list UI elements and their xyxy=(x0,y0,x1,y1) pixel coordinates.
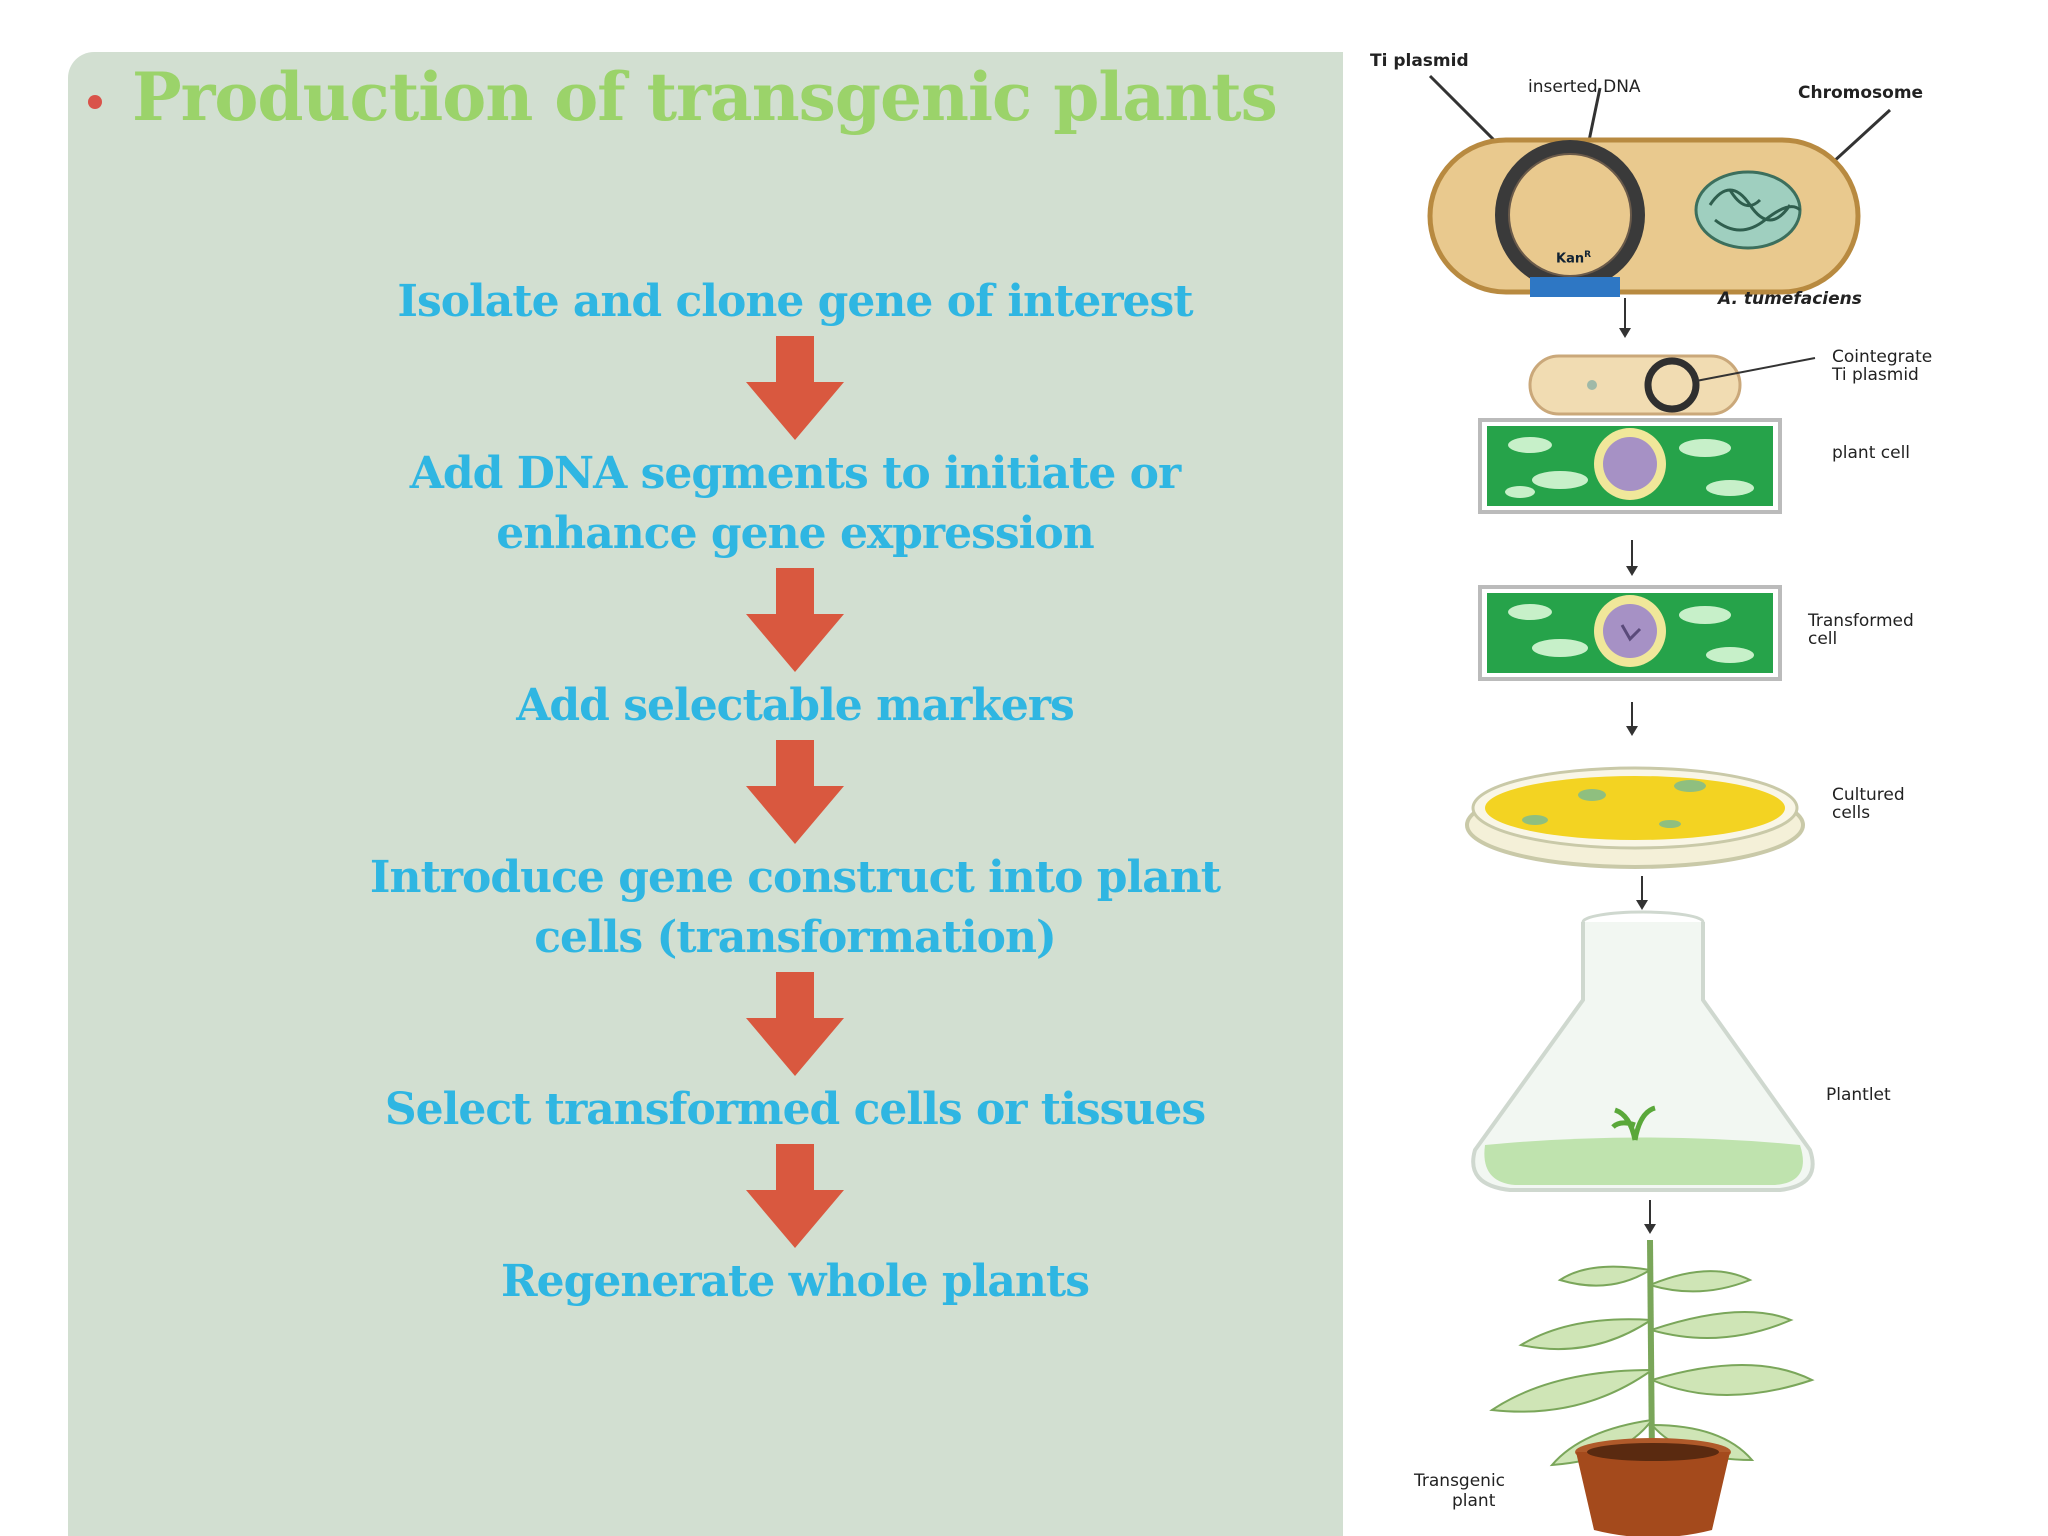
label-plant-cell: plant cell xyxy=(1832,443,1911,463)
step-2: Add DNA segments to initiate or enhance … xyxy=(409,444,1181,564)
petri-dish-illustration xyxy=(1465,766,1805,869)
label-cultured-2: cells xyxy=(1832,803,1871,823)
plant-cell-illustration xyxy=(1478,418,1782,514)
label-organism: A. tumefaciens xyxy=(1718,289,1862,309)
transformed-cell-illustration xyxy=(1478,585,1782,681)
label-cointegrate-1: Cointegrate xyxy=(1832,347,1933,367)
step-2-line-2: enhance gene expression xyxy=(496,508,1094,559)
bacterium-illustration xyxy=(1427,74,1892,297)
step-4-line-2: cells (transformation) xyxy=(534,912,1057,963)
down-arrow-icon xyxy=(746,1144,844,1248)
step-1-line-1: Isolate and clone gene of interest xyxy=(397,276,1193,327)
label-inserted-dna: inserted DNA xyxy=(1528,77,1641,97)
process-steps: Isolate and clone gene of interest Add D… xyxy=(330,272,1260,1312)
step-2-line-1: Add DNA segments to initiate or xyxy=(409,448,1181,499)
step-3: Add selectable markers xyxy=(516,676,1075,736)
label-ti-plasmid: Ti plasmid xyxy=(1370,51,1469,71)
label-marker: KanR xyxy=(1556,250,1592,267)
label-cointegrate-2: Ti plasmid xyxy=(1832,365,1919,385)
potted-plant-illustration xyxy=(1489,1239,1815,1536)
step-1: Isolate and clone gene of interest xyxy=(397,272,1193,332)
bullet-icon xyxy=(88,95,102,109)
step-5-line-1: Select transformed cells or tissues xyxy=(384,1084,1206,1135)
step-5: Select transformed cells or tissues xyxy=(384,1080,1206,1140)
label-plantlet: Plantlet xyxy=(1826,1085,1891,1105)
figure-illustration xyxy=(1427,74,1892,1536)
label-transformed-1: Transformed xyxy=(1808,611,1914,631)
slide-title: Production of transgenic plants xyxy=(132,58,1278,136)
down-arrow-icon xyxy=(746,740,844,844)
flask-illustration xyxy=(1471,910,1815,1192)
down-arrow-icon xyxy=(746,972,844,1076)
down-arrow-icon xyxy=(746,568,844,672)
label-cultured-1: Cultured xyxy=(1832,785,1905,805)
label-transgenic-1: Transgenic xyxy=(1414,1471,1506,1491)
cointegrate-illustration xyxy=(1528,354,1816,416)
label-transgenic-2: plant xyxy=(1452,1491,1496,1511)
slide-panel xyxy=(68,52,1343,1536)
step-4-line-1: Introduce gene construct into plant xyxy=(369,852,1221,903)
label-chromosome: Chromosome xyxy=(1798,83,1924,103)
transformation-figure: Ti plasmid inserted DNA Chromosome KanR … xyxy=(1360,40,2020,1536)
label-transformed-2: cell xyxy=(1808,629,1838,649)
step-3-line-1: Add selectable markers xyxy=(516,680,1075,731)
step-6-line-1: Regenerate whole plants xyxy=(501,1256,1090,1307)
title-row: Production of transgenic plants xyxy=(88,58,1278,136)
step-6: Regenerate whole plants xyxy=(501,1252,1090,1312)
down-arrow-icon xyxy=(746,336,844,440)
step-4: Introduce gene construct into plant cell… xyxy=(369,848,1221,968)
